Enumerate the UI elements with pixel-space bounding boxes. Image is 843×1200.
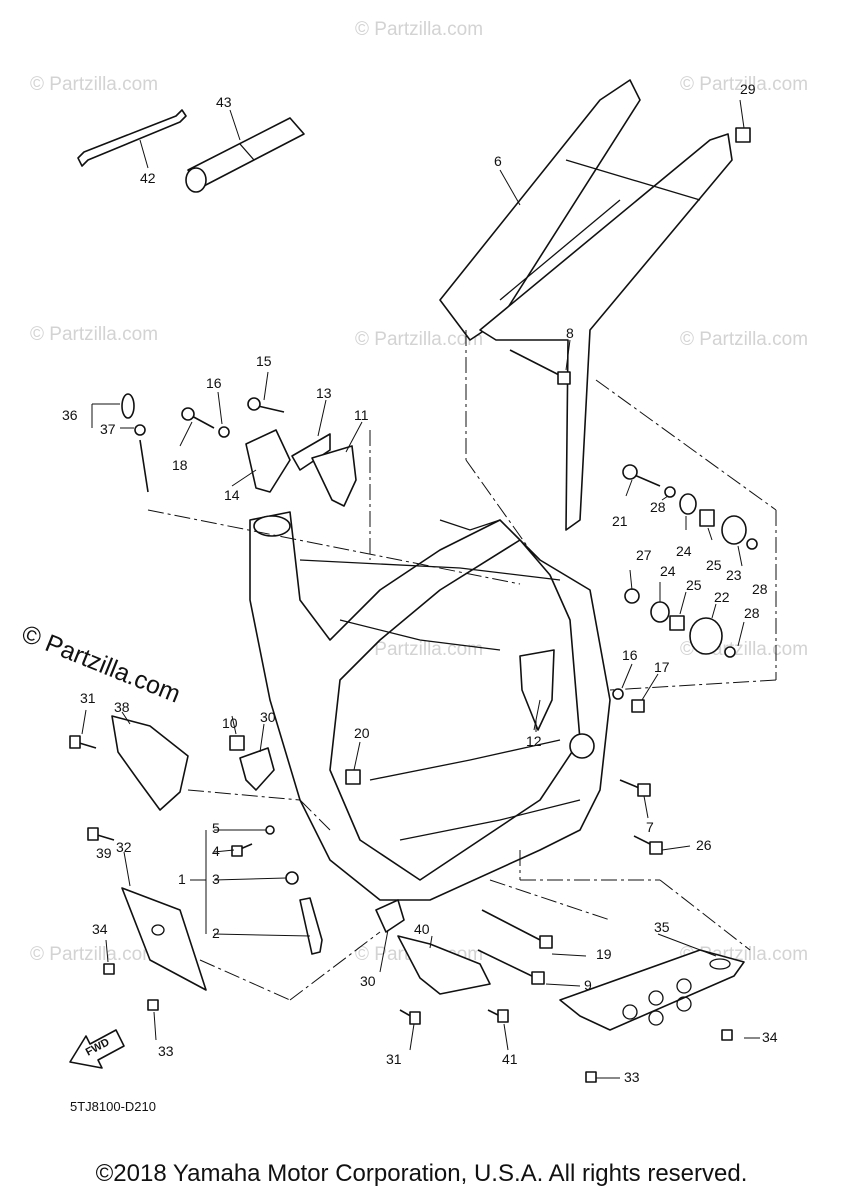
callout-1: 1 <box>178 871 186 887</box>
callout-37: 37 <box>100 421 116 437</box>
part-36-37-dipstick <box>91 393 149 493</box>
watermark: © Partzilla.com <box>30 324 158 345</box>
diagram-code: 5TJ8100-D210 <box>70 1099 156 1114</box>
callout-18: 18 <box>172 457 188 473</box>
callout-31: 31 <box>80 690 96 706</box>
callout-32: 32 <box>116 839 132 855</box>
copyright-notice: ©2018 Yamaha Motor Corporation, U.S.A. A… <box>95 1160 748 1187</box>
callout-25: 25 <box>706 557 722 573</box>
callout-38: 38 <box>114 699 130 715</box>
callout-6: 6 <box>494 153 502 169</box>
watermark: © Partzilla.com <box>30 944 158 965</box>
callout-30: 30 <box>260 709 276 725</box>
callout-29: 29 <box>740 81 756 97</box>
callout-25: 25 <box>686 577 702 593</box>
callout-16: 16 <box>622 647 638 663</box>
callout-2: 2 <box>212 925 220 941</box>
part-2-5-group <box>190 825 323 955</box>
callout-21: 21 <box>612 513 628 529</box>
callout-28: 28 <box>752 581 768 597</box>
callout-42: 42 <box>140 170 156 186</box>
fwd-arrow-icon: FWD <box>69 1029 125 1069</box>
callout-8: 8 <box>566 325 574 341</box>
callout-13: 13 <box>316 385 332 401</box>
callout-40: 40 <box>414 921 430 937</box>
plate-bolts <box>103 963 733 1083</box>
callout-7: 7 <box>646 819 654 835</box>
part-42-wrench <box>77 109 187 169</box>
watermark: © Partzilla.com <box>355 19 483 40</box>
callout-3: 3 <box>212 871 220 887</box>
callout-16: 16 <box>206 375 222 391</box>
callout-22: 22 <box>714 589 730 605</box>
callout-4: 4 <box>212 843 220 859</box>
part-1-main-frame <box>249 511 611 901</box>
callout-34: 34 <box>92 921 108 937</box>
watermark-large: © Partzilla.com <box>18 620 185 709</box>
callout-35: 35 <box>654 919 670 935</box>
callout-28: 28 <box>650 499 666 515</box>
callout-labels: 42 43 29 6 8 15 16 13 11 36 37 18 14 21 … <box>62 81 778 1085</box>
part-12-bracket <box>519 649 555 731</box>
leader-lines <box>81 479 760 1079</box>
callout-12: 12 <box>526 733 542 749</box>
watermark: © Partzilla.com <box>680 74 808 95</box>
part-6-subframe <box>439 79 751 531</box>
callout-36: 36 <box>62 407 78 423</box>
callout-28: 28 <box>744 605 760 621</box>
part-7-26-bolts <box>619 779 663 855</box>
callout-15: 15 <box>256 353 272 369</box>
part-32-skid-plate <box>121 887 207 991</box>
callout-17: 17 <box>654 659 670 675</box>
callout-33: 33 <box>624 1069 640 1085</box>
callout-20: 20 <box>354 725 370 741</box>
callout-33: 33 <box>158 1043 174 1059</box>
callout-34: 34 <box>762 1029 778 1045</box>
left-lower-parts <box>69 715 361 841</box>
callout-24: 24 <box>676 543 692 559</box>
callout-5: 5 <box>212 820 220 836</box>
callout-26: 26 <box>696 837 712 853</box>
callout-30: 30 <box>360 973 376 989</box>
part-43-socket-tool <box>185 109 305 193</box>
callout-31: 31 <box>386 1051 402 1067</box>
callout-43: 43 <box>216 94 232 110</box>
reference-lines <box>147 330 751 1001</box>
rear-mount-hardware <box>595 379 777 713</box>
callout-39: 39 <box>96 845 112 861</box>
callout-23: 23 <box>726 567 742 583</box>
callout-11: 11 <box>354 407 369 423</box>
callout-9: 9 <box>584 977 592 993</box>
callout-24: 24 <box>660 563 676 579</box>
watermark: © Partzilla.com <box>30 74 158 95</box>
lower-center-parts <box>375 899 553 1025</box>
callout-19: 19 <box>596 946 612 962</box>
callout-41: 41 <box>502 1051 518 1067</box>
engine-mount-parts <box>179 371 363 507</box>
callout-27: 27 <box>636 547 652 563</box>
callout-10: 10 <box>222 715 238 731</box>
watermark: © Partzilla.com <box>355 329 483 350</box>
watermark: © Partzilla.com <box>680 329 808 350</box>
part-8-bolt <box>509 339 571 385</box>
callout-14: 14 <box>224 487 240 503</box>
